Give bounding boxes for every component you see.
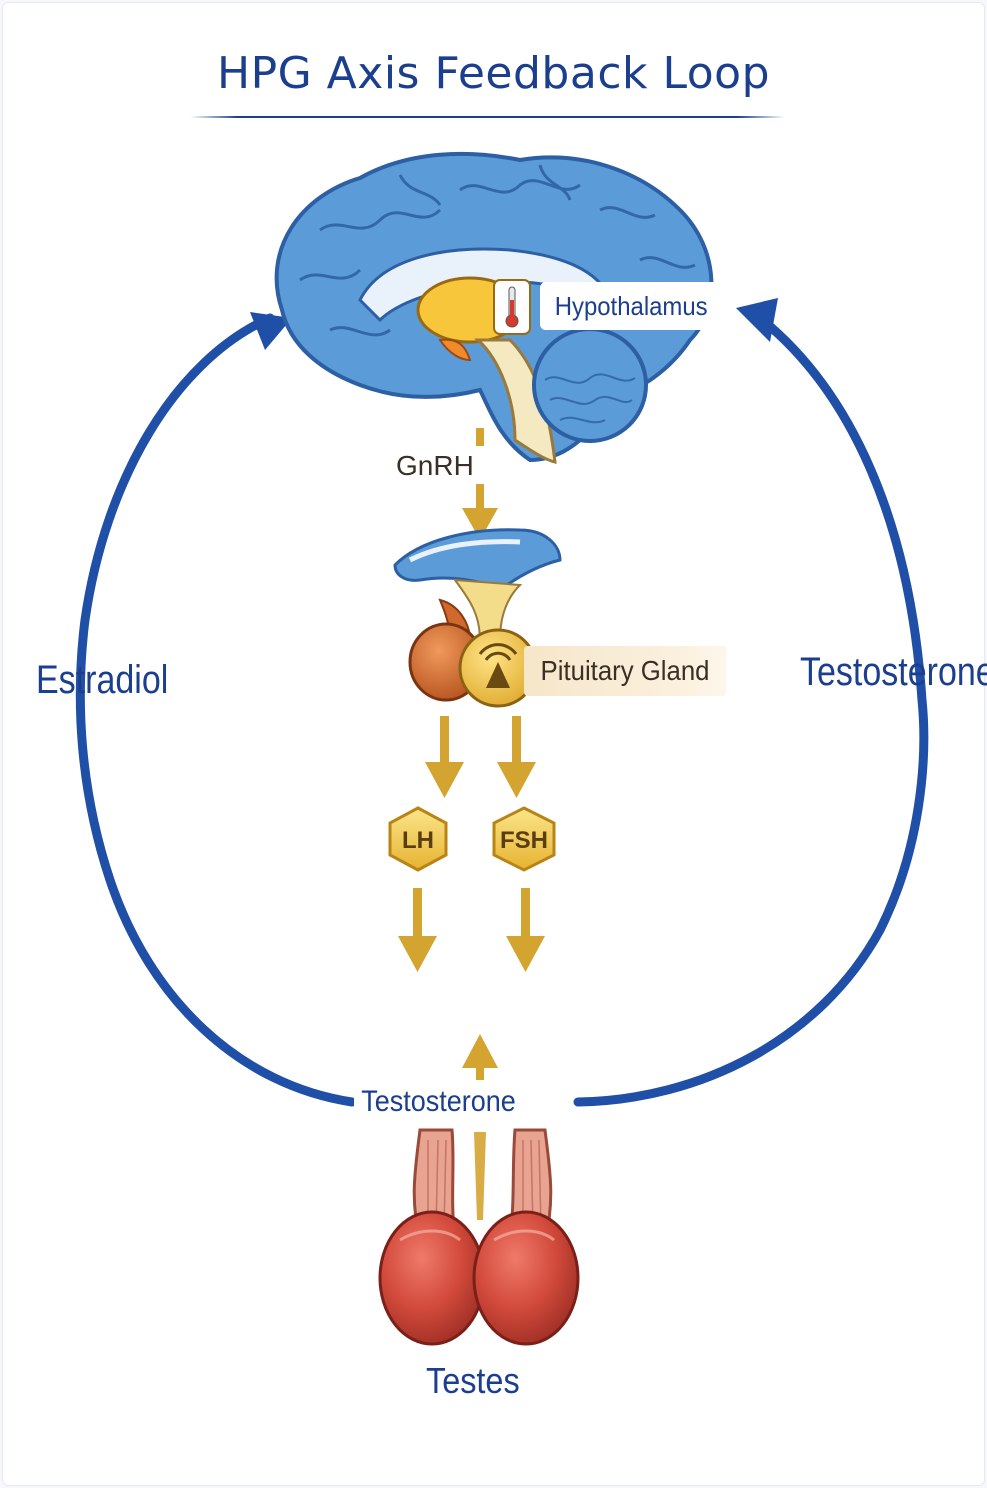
lh-hexagon: LH [388, 806, 448, 872]
estradiol-label: Estradiol [36, 658, 169, 702]
testes-illustration [378, 1128, 580, 1346]
testosterone-feedback-arrow [573, 298, 929, 1107]
diagram-title: HPG Axis Feedback Loop [216, 48, 770, 99]
fsh-arrow-top [497, 716, 536, 798]
testes-label: Testes [426, 1360, 520, 1401]
lh-arrow-top [425, 716, 464, 798]
estradiol-feedback-arrow [75, 312, 357, 1107]
gnrh-arrow [462, 428, 498, 540]
hypothalamus-label: Hypothalamus [540, 282, 721, 330]
signal-icon [478, 643, 518, 688]
testosterone-output-label: Testosterone [354, 1080, 524, 1124]
fsh-arrow-bottom [506, 888, 545, 972]
title-underline [190, 116, 785, 118]
lh-label: LH [402, 827, 434, 854]
gnrh-label: GnRH [396, 450, 474, 481]
pituitary-illustration [393, 528, 562, 708]
testosterone-up-arrow [462, 1034, 498, 1220]
testosterone-feedback-label: Testosterone [800, 650, 987, 694]
fsh-hexagon: FSH [492, 806, 556, 872]
fsh-label: FSH [500, 827, 548, 854]
lh-arrow-bottom [398, 888, 437, 972]
pituitary-label: Pituitary Gland [524, 646, 727, 696]
